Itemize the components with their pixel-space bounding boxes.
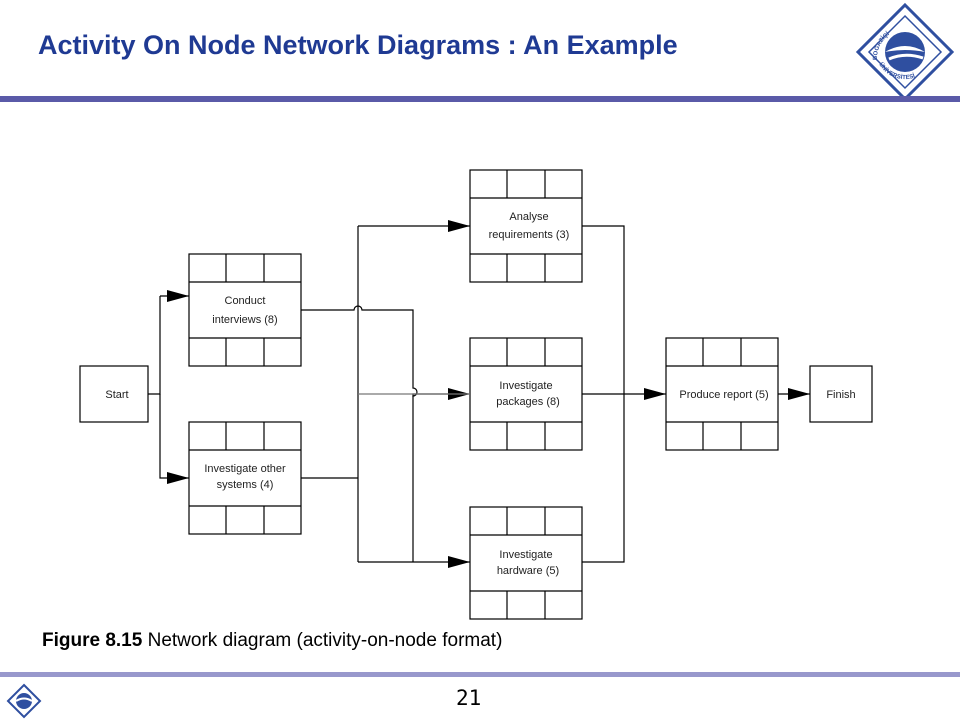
slide-title: Activity On Node Network Diagrams : An E…	[38, 30, 678, 60]
report-label: Produce report (5)	[679, 389, 768, 401]
edge-start-to-branches	[148, 296, 161, 395]
packages-label-2: packages (8)	[496, 396, 560, 408]
figure-label: Figure 8.15	[42, 630, 143, 651]
title-divider	[0, 96, 960, 102]
conduct-label-2: interviews (8)	[212, 314, 277, 326]
start-label: Start	[105, 389, 128, 401]
node-investigate-packages	[469, 337, 583, 451]
other-label-1: Investigate other	[204, 463, 286, 475]
analyse-label-1: Analyse	[509, 211, 548, 223]
figure-caption-text: Network diagram (activity-on-node format…	[147, 630, 503, 651]
node-investigate-other-systems	[188, 421, 302, 535]
page-number: 21	[456, 686, 482, 710]
finish-label: Finish	[826, 389, 855, 401]
analyse-label-2: requirements (3)	[489, 229, 570, 241]
packages-label-1: Investigate	[499, 380, 552, 392]
edge-start-other	[159, 394, 189, 484]
node-investigate-hardware	[469, 506, 583, 620]
footer-divider	[0, 672, 960, 677]
footer-logo-icon	[6, 683, 42, 719]
figure-caption: Figure 8.15 Network diagram (activity-on…	[42, 630, 502, 652]
conduct-label-1: Conduct	[225, 295, 266, 307]
hardware-label-2: hardware (5)	[497, 565, 559, 577]
other-label-2: systems (4)	[217, 479, 274, 491]
node-analyse-requirements	[469, 169, 583, 283]
edge-conduct-packages	[301, 305, 470, 400]
edge-analyse-report	[582, 225, 625, 394]
node-conduct-interviews	[188, 253, 302, 367]
hardware-label-1: Investigate	[499, 549, 552, 561]
edge-hardware-report	[582, 394, 625, 563]
